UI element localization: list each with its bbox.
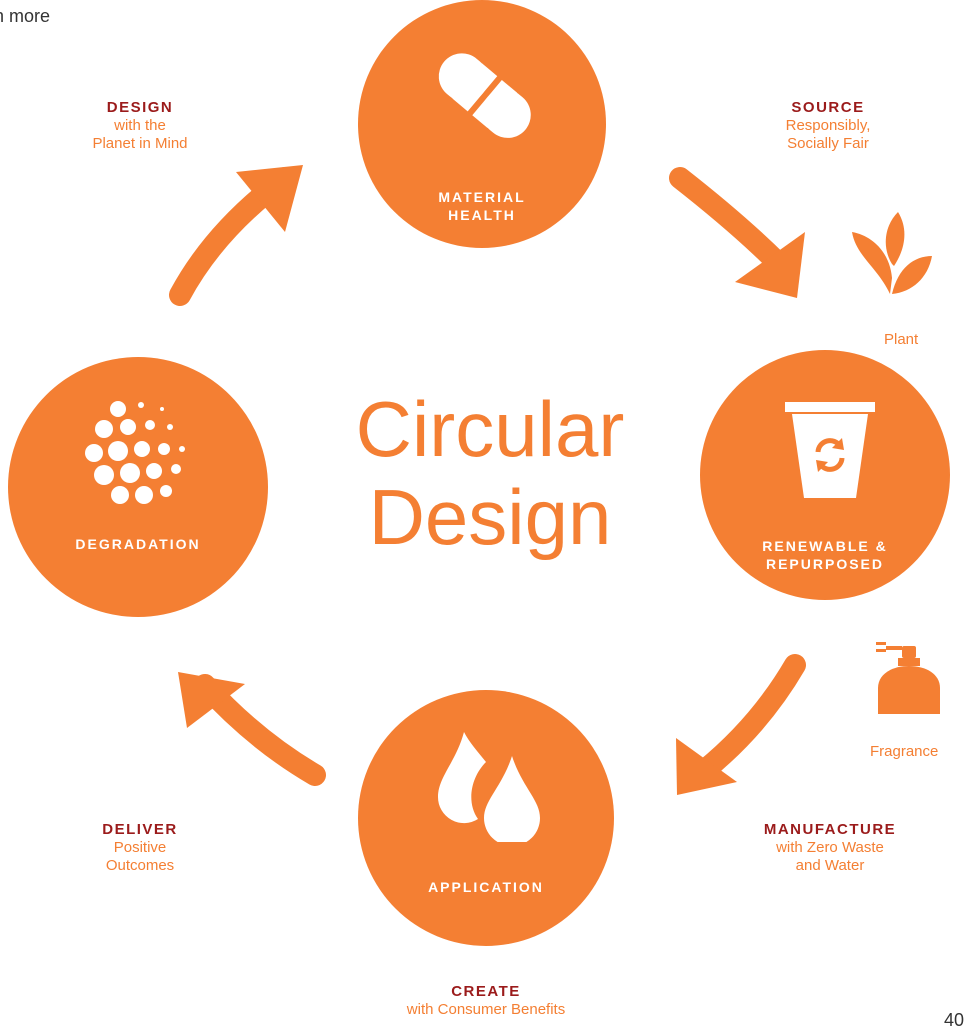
- step-heading: SOURCE: [791, 99, 865, 116]
- step-subtext: with Zero Waste: [776, 839, 884, 856]
- step-deliver: DELIVER Positive Outcomes: [70, 821, 210, 875]
- step-subtext: Responsibly,: [785, 117, 871, 134]
- node-label-line1: RENEWABLE &: [762, 538, 888, 554]
- recycle-cup-icon: [785, 402, 875, 498]
- step-subtext: Socially Fair: [787, 135, 869, 152]
- node-label-line1: APPLICATION: [428, 879, 544, 895]
- arrow-manufacture: [694, 654, 806, 781]
- cropped-text-fragment: n more: [0, 6, 51, 26]
- step-subtext: Positive: [113, 839, 167, 856]
- perfume-bottle-icon: [876, 642, 940, 714]
- capsule-icon: [438, 53, 531, 138]
- center-title-line1: Circular: [355, 385, 625, 473]
- arrowhead-design: [236, 165, 303, 232]
- step-subtext: with Consumer Benefits: [406, 1001, 566, 1018]
- center-title: Circular Design: [300, 385, 680, 561]
- droplets-icon: [437, 732, 540, 842]
- node-renewable-repurposed: RENEWABLE & REPURPOSED: [700, 350, 950, 600]
- leaves-icon: [852, 212, 932, 294]
- node-application: APPLICATION: [358, 690, 614, 946]
- aux-label-fragrance: Fragrance: [870, 743, 939, 760]
- step-design: DESIGN with the Planet in Mind: [60, 99, 220, 153]
- step-subtext: and Water: [795, 857, 865, 874]
- step-source: SOURCE Responsibly, Socially Fair: [748, 99, 908, 153]
- step-manufacture: MANUFACTURE with Zero Waste and Water: [730, 821, 930, 875]
- dots-cluster-icon: [85, 401, 185, 504]
- step-heading: MANUFACTURE: [763, 821, 897, 838]
- node-degradation: DEGRADATION: [8, 357, 268, 617]
- step-create: CREATE with Consumer Benefits: [366, 983, 606, 1019]
- step-heading: CREATE: [451, 983, 521, 1000]
- aux-label-plant: Plant: [884, 331, 919, 348]
- arrowhead-deliver: [178, 672, 245, 728]
- step-heading: DESIGN: [106, 99, 174, 116]
- step-heading: DELIVER: [102, 821, 178, 838]
- arrowhead-source: [735, 232, 805, 298]
- step-subtext: with the: [114, 117, 166, 134]
- center-title-line2: Design: [368, 473, 612, 561]
- node-label-line1: DEGRADATION: [75, 536, 201, 552]
- arrow-source: [669, 167, 791, 276]
- step-subtext: Outcomes: [105, 857, 175, 874]
- node-label-line2: HEALTH: [448, 207, 516, 223]
- node-label-line2: REPURPOSED: [765, 556, 885, 572]
- node-material-health: MATERIAL HEALTH: [358, 0, 606, 248]
- node-label-line1: MATERIAL: [438, 189, 526, 205]
- page-number: 40: [943, 1010, 964, 1030]
- step-subtext: Planet in Mind: [92, 135, 188, 152]
- arrowhead-manufacture: [676, 738, 737, 795]
